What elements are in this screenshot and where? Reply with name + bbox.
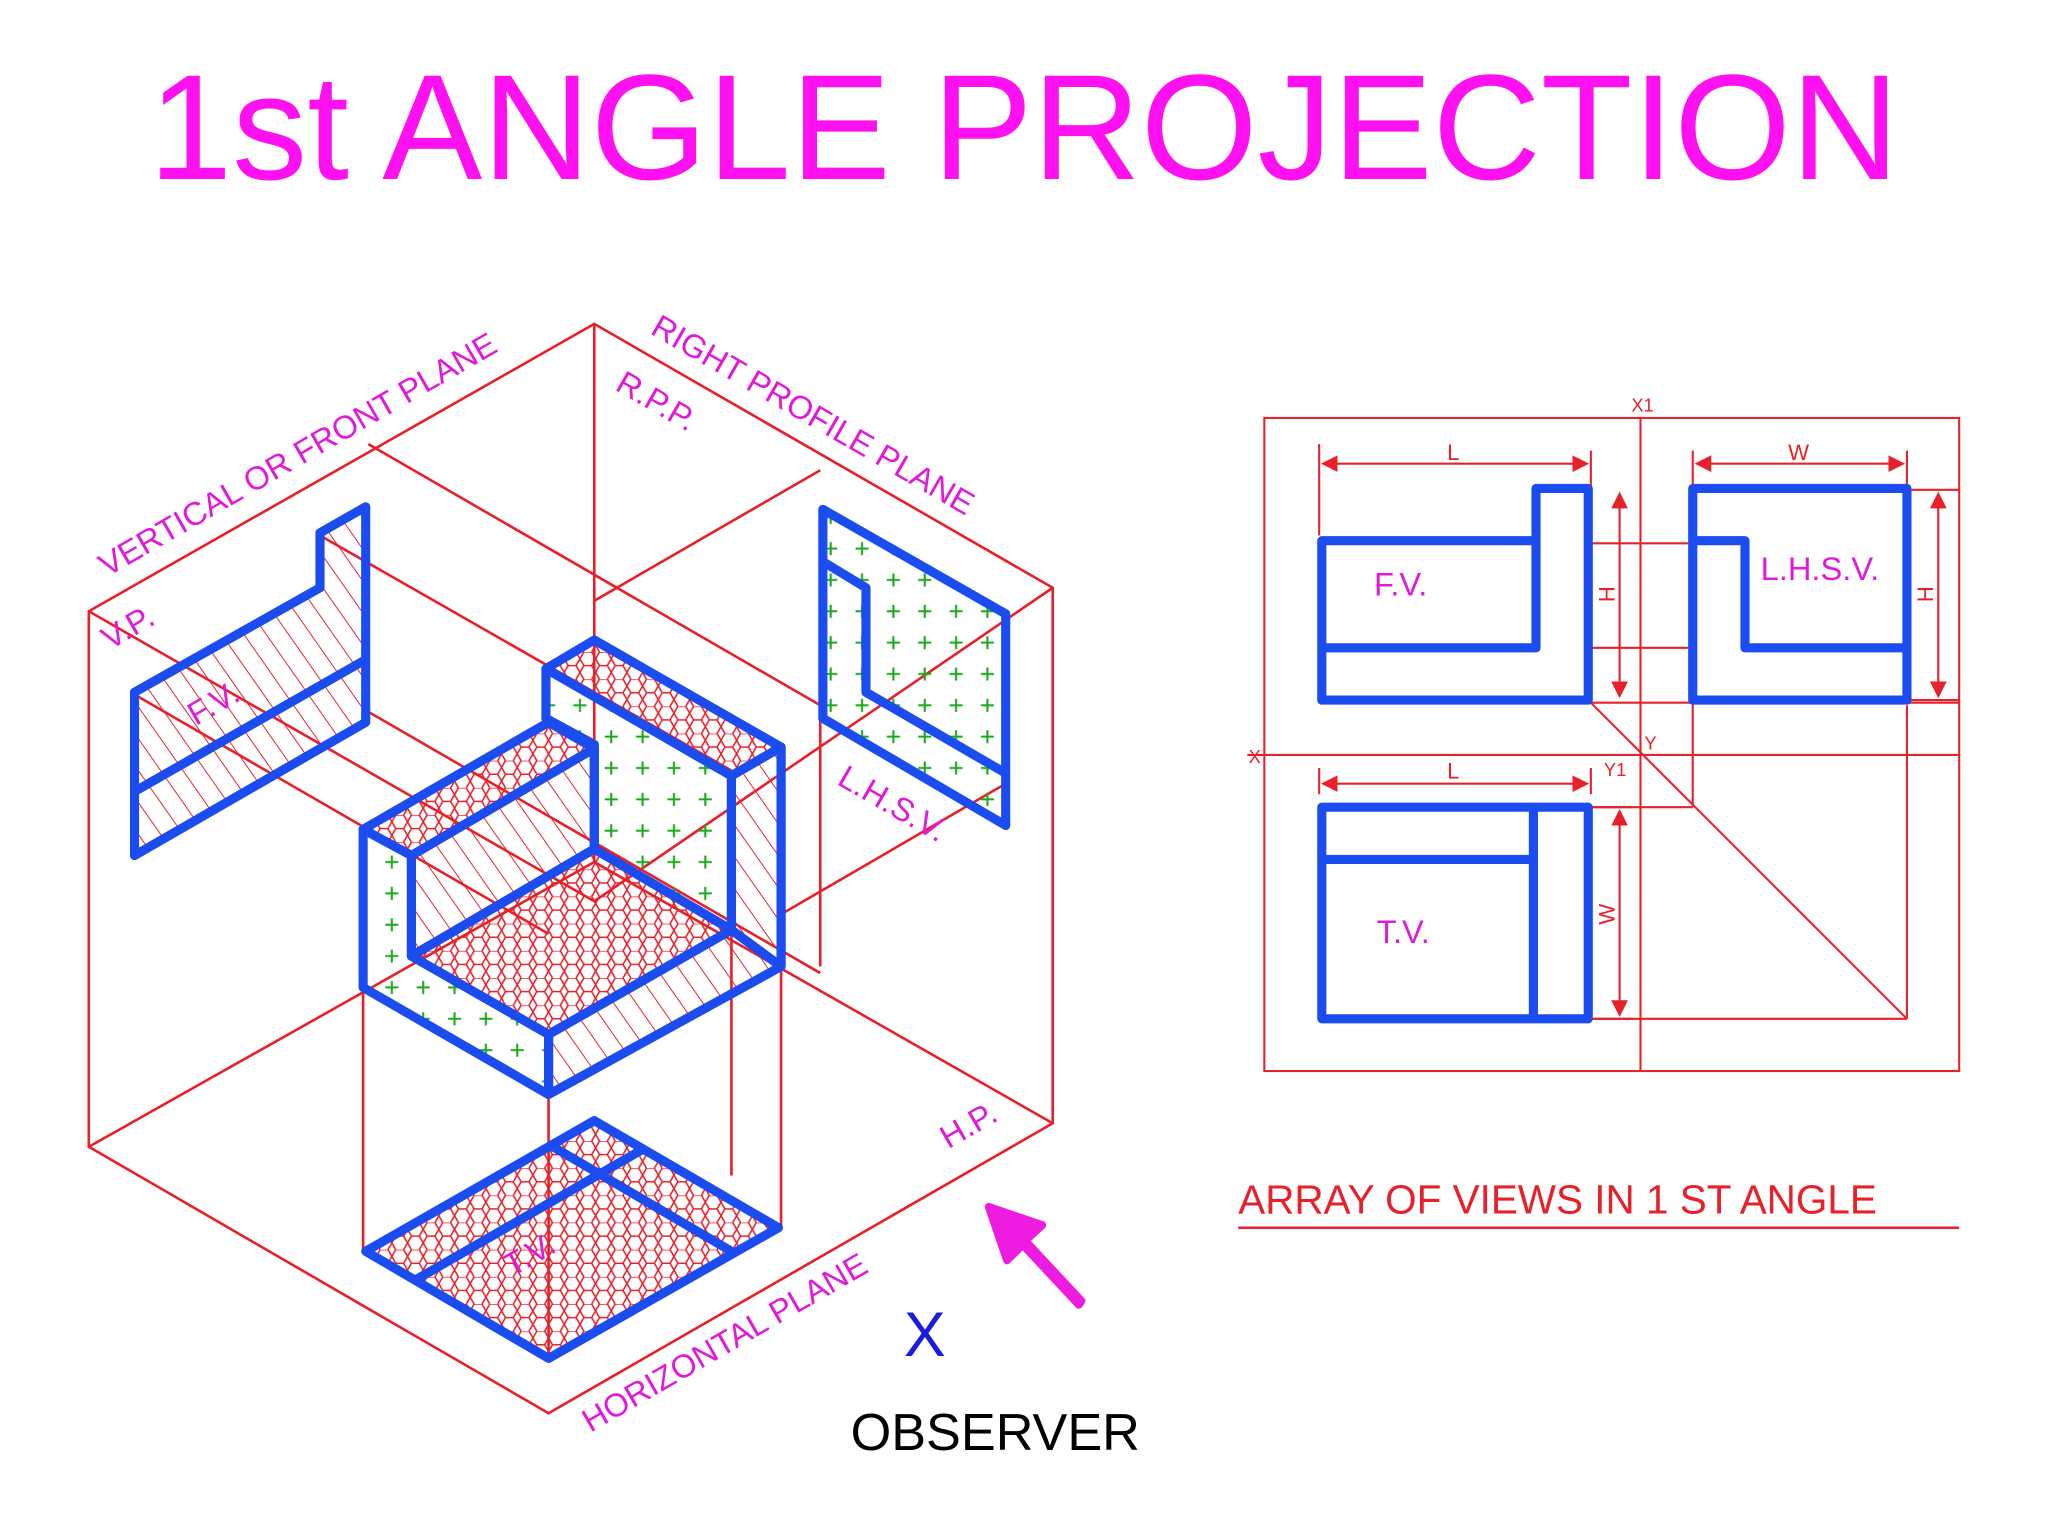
arrow-icon [984, 1202, 1086, 1309]
page-title: 1st ANGLE PROJECTION [148, 43, 1900, 211]
side-view-projection [818, 504, 1011, 831]
fv-ortho-label: F.V. [1374, 566, 1427, 603]
isometric-object [358, 635, 786, 1100]
hp-label: H.P. [933, 1094, 1003, 1156]
front-view-projection [129, 502, 371, 861]
top-view-projection [361, 1116, 784, 1363]
lhsv-ortho-label: L.H.S.V. [1761, 550, 1880, 587]
dim-height-lhsv: H [1913, 586, 1938, 602]
dim-width-top: W [1788, 440, 1809, 465]
vertical-plane-label: VERTICAL OR FRONT PLANE [92, 325, 503, 583]
axis-y1-label: Y1 [1604, 759, 1626, 780]
observer-x: X [904, 1300, 946, 1370]
dim-length-top: L [1447, 440, 1459, 465]
dim-height-fv: H [1594, 586, 1619, 602]
array-caption: ARRAY OF VIEWS IN 1 ST ANGLE [1238, 1176, 1877, 1222]
axis-x-label: X [1249, 746, 1261, 767]
orthographic-views [1317, 483, 1912, 1024]
dim-length-tv: L [1447, 758, 1459, 783]
tv-ortho-label: T.V. [1377, 913, 1430, 950]
rpp-label: R.P.P. [610, 363, 703, 438]
axis-y-label: Y [1644, 733, 1656, 754]
observer-label: OBSERVER [851, 1404, 1140, 1462]
axis-x1-label: X1 [1631, 394, 1653, 415]
dim-width-tv: W [1594, 904, 1619, 925]
orthographic-array [1247, 416, 1961, 1073]
